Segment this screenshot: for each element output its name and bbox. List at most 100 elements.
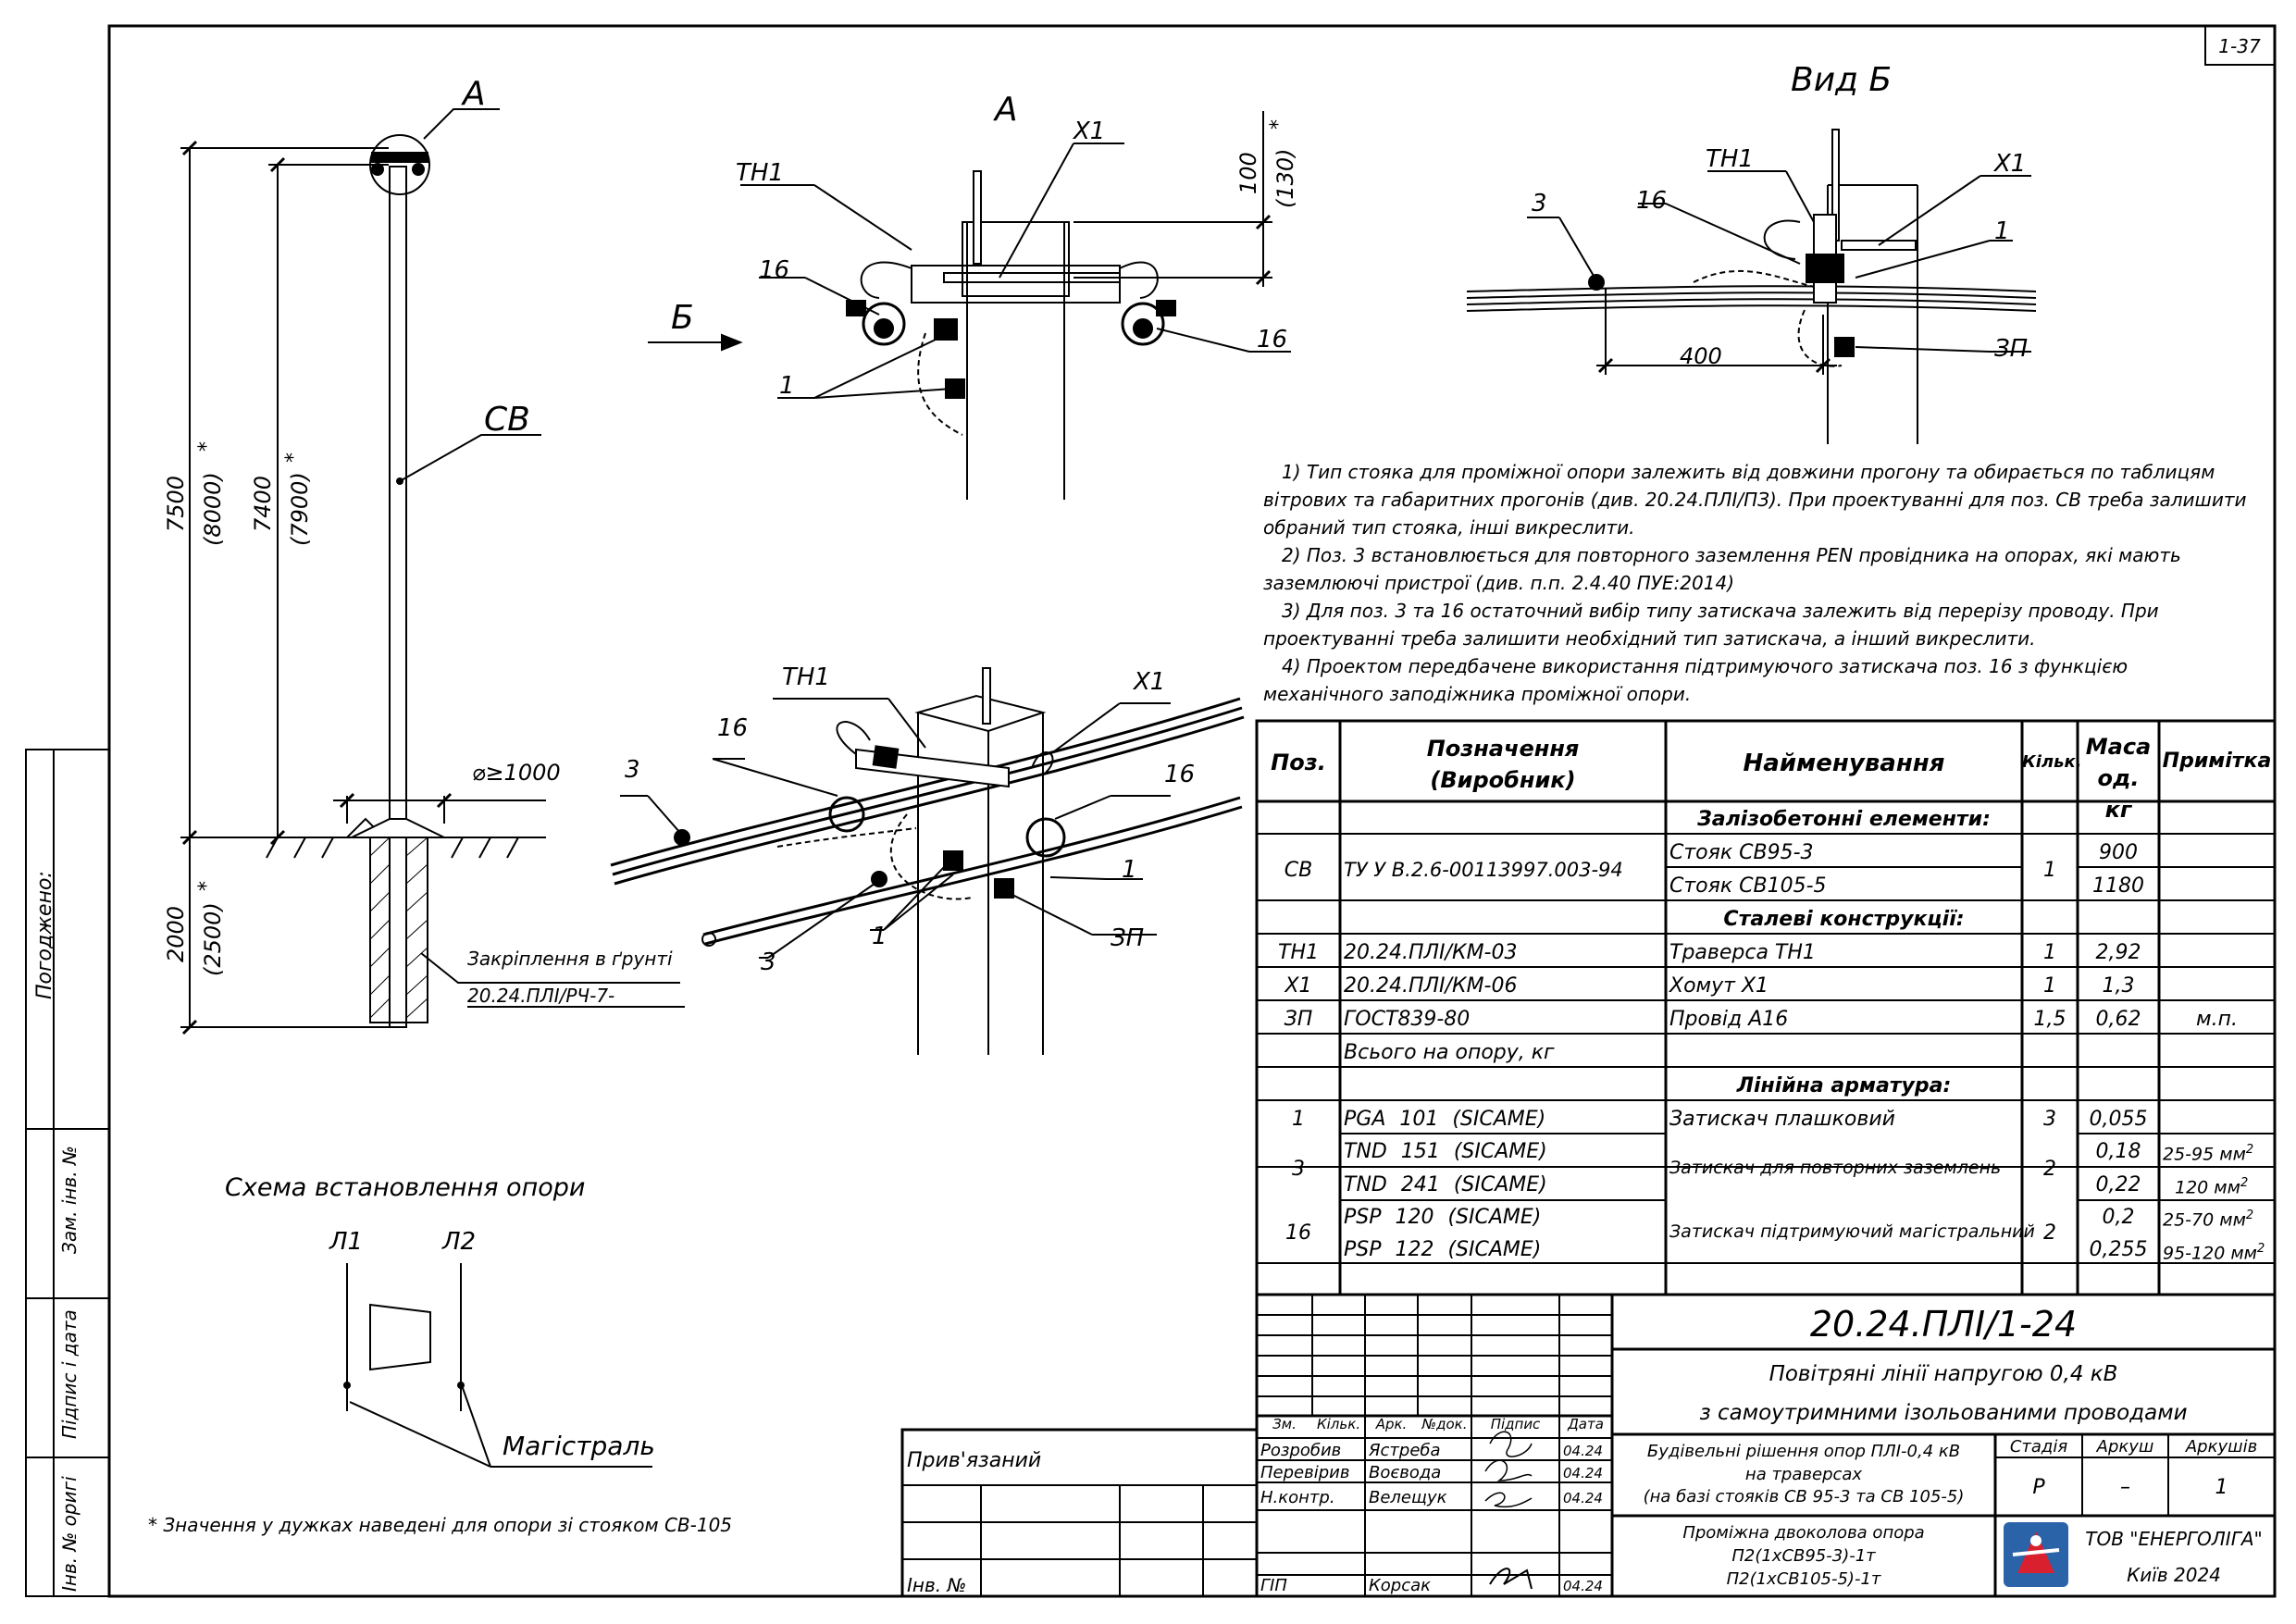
iso-th1: ТН1 xyxy=(782,663,830,691)
row-p3-note2-text: 120 мм xyxy=(2175,1177,2240,1198)
th-qty: Кільк. xyxy=(2022,752,2082,772)
row-p16-name: Затискач підтримуючий магістральний xyxy=(1669,1221,2035,1242)
bound-label: Прив'язаний xyxy=(907,1449,1042,1472)
row-sv-mass2: 1180 xyxy=(2092,874,2144,898)
row-p3-note1: 25-95 мм2 xyxy=(2163,1144,2253,1163)
dim-7400: 7400 xyxy=(250,476,276,532)
scheme-drawing xyxy=(343,1263,652,1468)
section-line: Лінійна арматура: xyxy=(1736,1074,1952,1097)
dim-diameter: ⌀≥1000 xyxy=(472,760,561,786)
pole-label-sv: СВ xyxy=(484,401,530,439)
row-p16-designation2: PSP 122 (SICAME) xyxy=(1344,1238,1542,1261)
left-stamp-replaced-inv: Зам. інв. № xyxy=(58,1146,81,1254)
iso-drawing xyxy=(610,667,1245,1055)
left-stamp-orig-inv: Інв. № оригі xyxy=(58,1476,81,1592)
row-p3-mass2: 0,22 xyxy=(2095,1173,2141,1196)
row-p3-designation1: TND 151 (SICAME) xyxy=(1344,1140,1547,1163)
col-change: Зм. xyxy=(1272,1416,1297,1432)
view-b-dim-400: 400 xyxy=(1680,343,1722,369)
name-chief-engineer: Корсак xyxy=(1369,1576,1432,1595)
row-zp-designation: ГОСТ839-80 xyxy=(1344,1008,1471,1031)
sheets-value: 1 xyxy=(2215,1476,2228,1499)
row-x1-qty: 1 xyxy=(2043,974,2056,998)
row-th1-designation: 20.24.ПЛІ/КМ-03 xyxy=(1344,941,1518,964)
name-checker: Воєвода xyxy=(1369,1463,1442,1482)
row-zp-note: м.п. xyxy=(2196,1008,2238,1031)
view-a-16-left: 16 xyxy=(759,256,789,284)
dim-7900: (7900) xyxy=(287,472,313,546)
note-3: 3) Для поз. 3 та 16 остаточний вибір тип… xyxy=(1263,600,2159,650)
role-chief-engineer: ГІП xyxy=(1260,1576,1287,1595)
row-x1-mass: 1,3 xyxy=(2102,974,2135,998)
note-4: 4) Проектом передбачене використання під… xyxy=(1263,655,2128,705)
sheet-value: – xyxy=(2120,1476,2130,1499)
th-designation: Позначення (Виробник) xyxy=(1426,736,1580,793)
iso-zp: ЗП xyxy=(1111,924,1144,952)
col-date: Дата xyxy=(1568,1416,1604,1432)
footnote: * Значення у дужках наведені для опори з… xyxy=(148,1514,732,1536)
scheme-title: Схема встановлення опори xyxy=(225,1173,585,1202)
row-x1-pos: Х1 xyxy=(1285,974,1312,998)
soil-fixing-doc: 20.24.ПЛІ/РЧ-7- xyxy=(467,985,614,1007)
dim-7500: 7500 xyxy=(163,476,189,532)
row-p16-designation1: PSP 120 (SICAME) xyxy=(1344,1206,1542,1229)
iso-x1: Х1 xyxy=(1132,668,1165,696)
section-rc: Залізобетонні елементи: xyxy=(1697,808,1991,831)
row-p1-pos: 1 xyxy=(1292,1108,1305,1131)
row-sv-name2: Стояк СВ105-5 xyxy=(1669,874,1827,898)
th-pos: Поз. xyxy=(1271,750,1326,775)
row-p1-mass: 0,055 xyxy=(2089,1108,2148,1131)
view-b-1: 1 xyxy=(1994,217,2010,245)
pole-elevation xyxy=(180,108,685,1035)
dim-8000-star: * xyxy=(195,441,218,452)
row-th1-name: Траверса ТН1 xyxy=(1669,941,1816,964)
row-p3-mass1: 0,18 xyxy=(2095,1140,2141,1163)
sheet-header: Аркуш xyxy=(2096,1437,2154,1457)
scheme-main: Магістраль xyxy=(503,1431,655,1461)
row-sv-pos: СВ xyxy=(1284,859,1313,882)
row-x1-name: Хомут Х1 xyxy=(1669,974,1769,998)
iso-3-bottom: 3 xyxy=(761,948,776,976)
row-zp-qty: 1,5 xyxy=(2033,1008,2066,1031)
row-p16-pos: 16 xyxy=(1285,1221,1311,1245)
row-p3-designation2: TND 241 (SICAME) xyxy=(1344,1173,1547,1196)
title-line-1: Повітряні лінії напругою 0,4 кВ xyxy=(1769,1362,2118,1386)
iso-16-left: 16 xyxy=(717,714,748,742)
name-developer: Ястреба xyxy=(1369,1441,1441,1460)
row-p3-note1-sup: 2 xyxy=(2245,1143,2254,1157)
soil-fixing-label: Закріплення в ґрунті xyxy=(467,948,673,970)
col-doc: №док. xyxy=(1421,1416,1468,1432)
spec-table-grid xyxy=(1255,719,2277,1296)
date-norm-control: 04.24 xyxy=(1563,1490,1603,1506)
dim-8000: (8000) xyxy=(200,472,226,546)
scheme-l1: Л1 xyxy=(329,1228,363,1256)
row-sv-designation: ТУ У В.2.6-00113997.003-94 xyxy=(1344,859,1623,881)
note-1: 1) Тип стояка для проміжної опори залежи… xyxy=(1263,461,2247,539)
view-a-dim-130-star: * xyxy=(1267,119,1290,130)
left-stamp-sign-date: Підпис і дата xyxy=(58,1309,81,1439)
col-qty: Кільк. xyxy=(1316,1416,1361,1432)
row-p16-qty: 2 xyxy=(2043,1221,2056,1245)
row-p1-qty: 3 xyxy=(2043,1108,2056,1131)
inv-label: Інв. № xyxy=(907,1574,967,1596)
iso-16-right: 16 xyxy=(1164,761,1195,788)
th-name: Найменування xyxy=(1743,750,1945,777)
name-norm-control: Велещук xyxy=(1369,1488,1447,1507)
view-b-16: 16 xyxy=(1636,187,1667,215)
row-p3-qty: 2 xyxy=(2043,1158,2056,1181)
row-p1-designation: PGA 101 (SICAME) xyxy=(1344,1108,1546,1131)
row-p16-note2: 95-120 мм2 xyxy=(2163,1243,2265,1262)
iso-3-left: 3 xyxy=(625,756,640,784)
row-th1-mass: 2,92 xyxy=(2095,941,2141,964)
view-a-arrow-b: Б xyxy=(671,299,694,337)
row-p3-note2-sup: 2 xyxy=(2240,1176,2249,1190)
row-zp-name: Провід А16 xyxy=(1669,1008,1789,1031)
th-mass: Маса од. кг xyxy=(2085,734,2152,823)
view-b-title: Вид Б xyxy=(1791,61,1892,99)
company-name: ТОВ "ЕНЕРГОЛІГА" xyxy=(2085,1528,2263,1550)
row-sv-qty: 1 xyxy=(2043,859,2056,882)
col-sheet: Арк. xyxy=(1375,1416,1408,1432)
date-developer: 04.24 xyxy=(1563,1443,1603,1459)
row-p1-name: Затискач плашковий xyxy=(1669,1108,1895,1131)
